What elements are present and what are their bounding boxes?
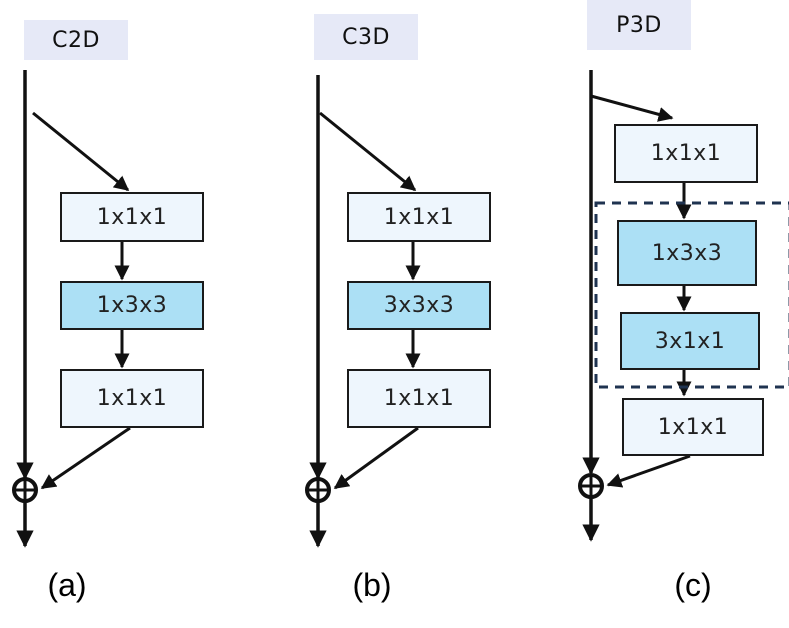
panel-b-block-3: 1x1x1 bbox=[347, 369, 491, 428]
panel-c-block-2: 1x3x3 bbox=[617, 220, 757, 286]
panel-b-connectors bbox=[305, 75, 421, 548]
panel-c-caption: (c) bbox=[674, 567, 712, 603]
panel-b-block-2: 3x3x3 bbox=[347, 281, 491, 330]
panel-a-connectors bbox=[12, 70, 131, 548]
panel-c-block-1: 1x1x1 bbox=[614, 124, 758, 183]
input-arrow bbox=[32, 111, 130, 192]
panel-a-tag: C2D bbox=[24, 20, 128, 60]
panel-b-caption: (b) bbox=[352, 567, 392, 603]
residual-arrow bbox=[40, 426, 131, 490]
input-arrow bbox=[590, 94, 674, 122]
input-arrow bbox=[319, 111, 417, 192]
panel-a-caption: (a) bbox=[47, 567, 87, 603]
panel-b-tag: C3D bbox=[314, 14, 418, 60]
panel-a-block-3: 1x1x1 bbox=[60, 369, 204, 428]
panel-a-block-1: 1x1x1 bbox=[60, 192, 204, 242]
residual-arrow bbox=[333, 426, 419, 490]
panel-a-block-2: 1x3x3 bbox=[60, 281, 204, 330]
residual-arrow bbox=[606, 454, 691, 488]
panel-c-block-3: 3x1x1 bbox=[620, 312, 760, 370]
panel-c-block-4: 1x1x1 bbox=[622, 398, 764, 456]
panel-b-block-1: 1x1x1 bbox=[347, 192, 491, 242]
panel-c-connectors bbox=[578, 70, 789, 542]
panel-c-tag: P3D bbox=[587, 0, 691, 50]
pseudo-3d-dashed-group bbox=[594, 201, 789, 389]
